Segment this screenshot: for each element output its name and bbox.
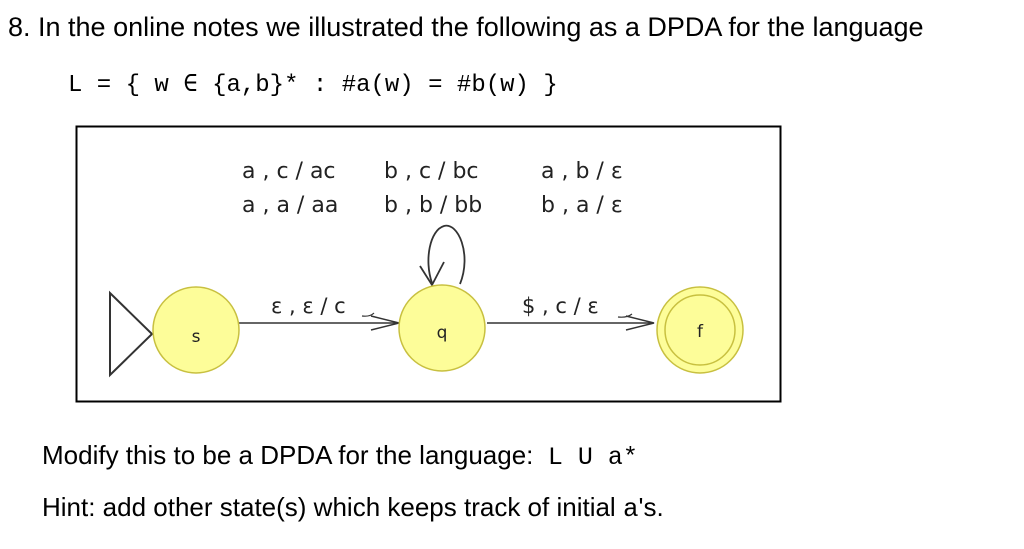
question-text: 8. In the online notes we illustrated th… (8, 12, 924, 42)
modify-prefix: Modify this to be a DPDA for the languag… (42, 440, 548, 470)
loop-label-4: b , b / bb (384, 193, 482, 218)
state-s (152, 286, 240, 374)
modify-instruction: Modify this to be a DPDA for the languag… (42, 440, 638, 472)
state-q-label: q (437, 323, 448, 343)
language-definition: L = { w ∈ {a,b}* : #a(w) = #b(w) } (68, 72, 558, 99)
state-s-label: s (192, 327, 201, 347)
hint-suffix: 's. (638, 492, 664, 522)
self-loop-q-arrowhead (419, 261, 445, 287)
loop-label-5: a , b / ε (541, 159, 623, 184)
hint-text: Hint: add other state(s) which keeps tra… (42, 492, 664, 524)
edge-s-q-label-tail (361, 312, 375, 317)
loop-label-2: a , a / aa (242, 193, 338, 218)
start-arrow-icon (109, 290, 154, 378)
hint-letter: a (622, 494, 639, 524)
edge-s-q-label: ε , ε / c (271, 294, 346, 318)
state-q (398, 284, 486, 372)
hint-prefix: Hint: add other state(s) which keeps tra… (42, 492, 623, 522)
edge-q-f-label: $ , c / ε (522, 294, 599, 318)
diagram-frame (75, 125, 782, 403)
loop-label-3: b , c / bc (384, 159, 479, 184)
state-f (664, 294, 736, 366)
edge-q-f-arrowhead (625, 315, 655, 331)
loop-label-1: a , c / ac (242, 159, 336, 184)
state-f-label: f (697, 322, 704, 342)
modify-language: L U a* (547, 443, 638, 472)
self-loop-q (427, 224, 466, 285)
loop-label-6: b , a / ε (541, 193, 623, 218)
edge-q-f-label-tail (617, 313, 633, 318)
